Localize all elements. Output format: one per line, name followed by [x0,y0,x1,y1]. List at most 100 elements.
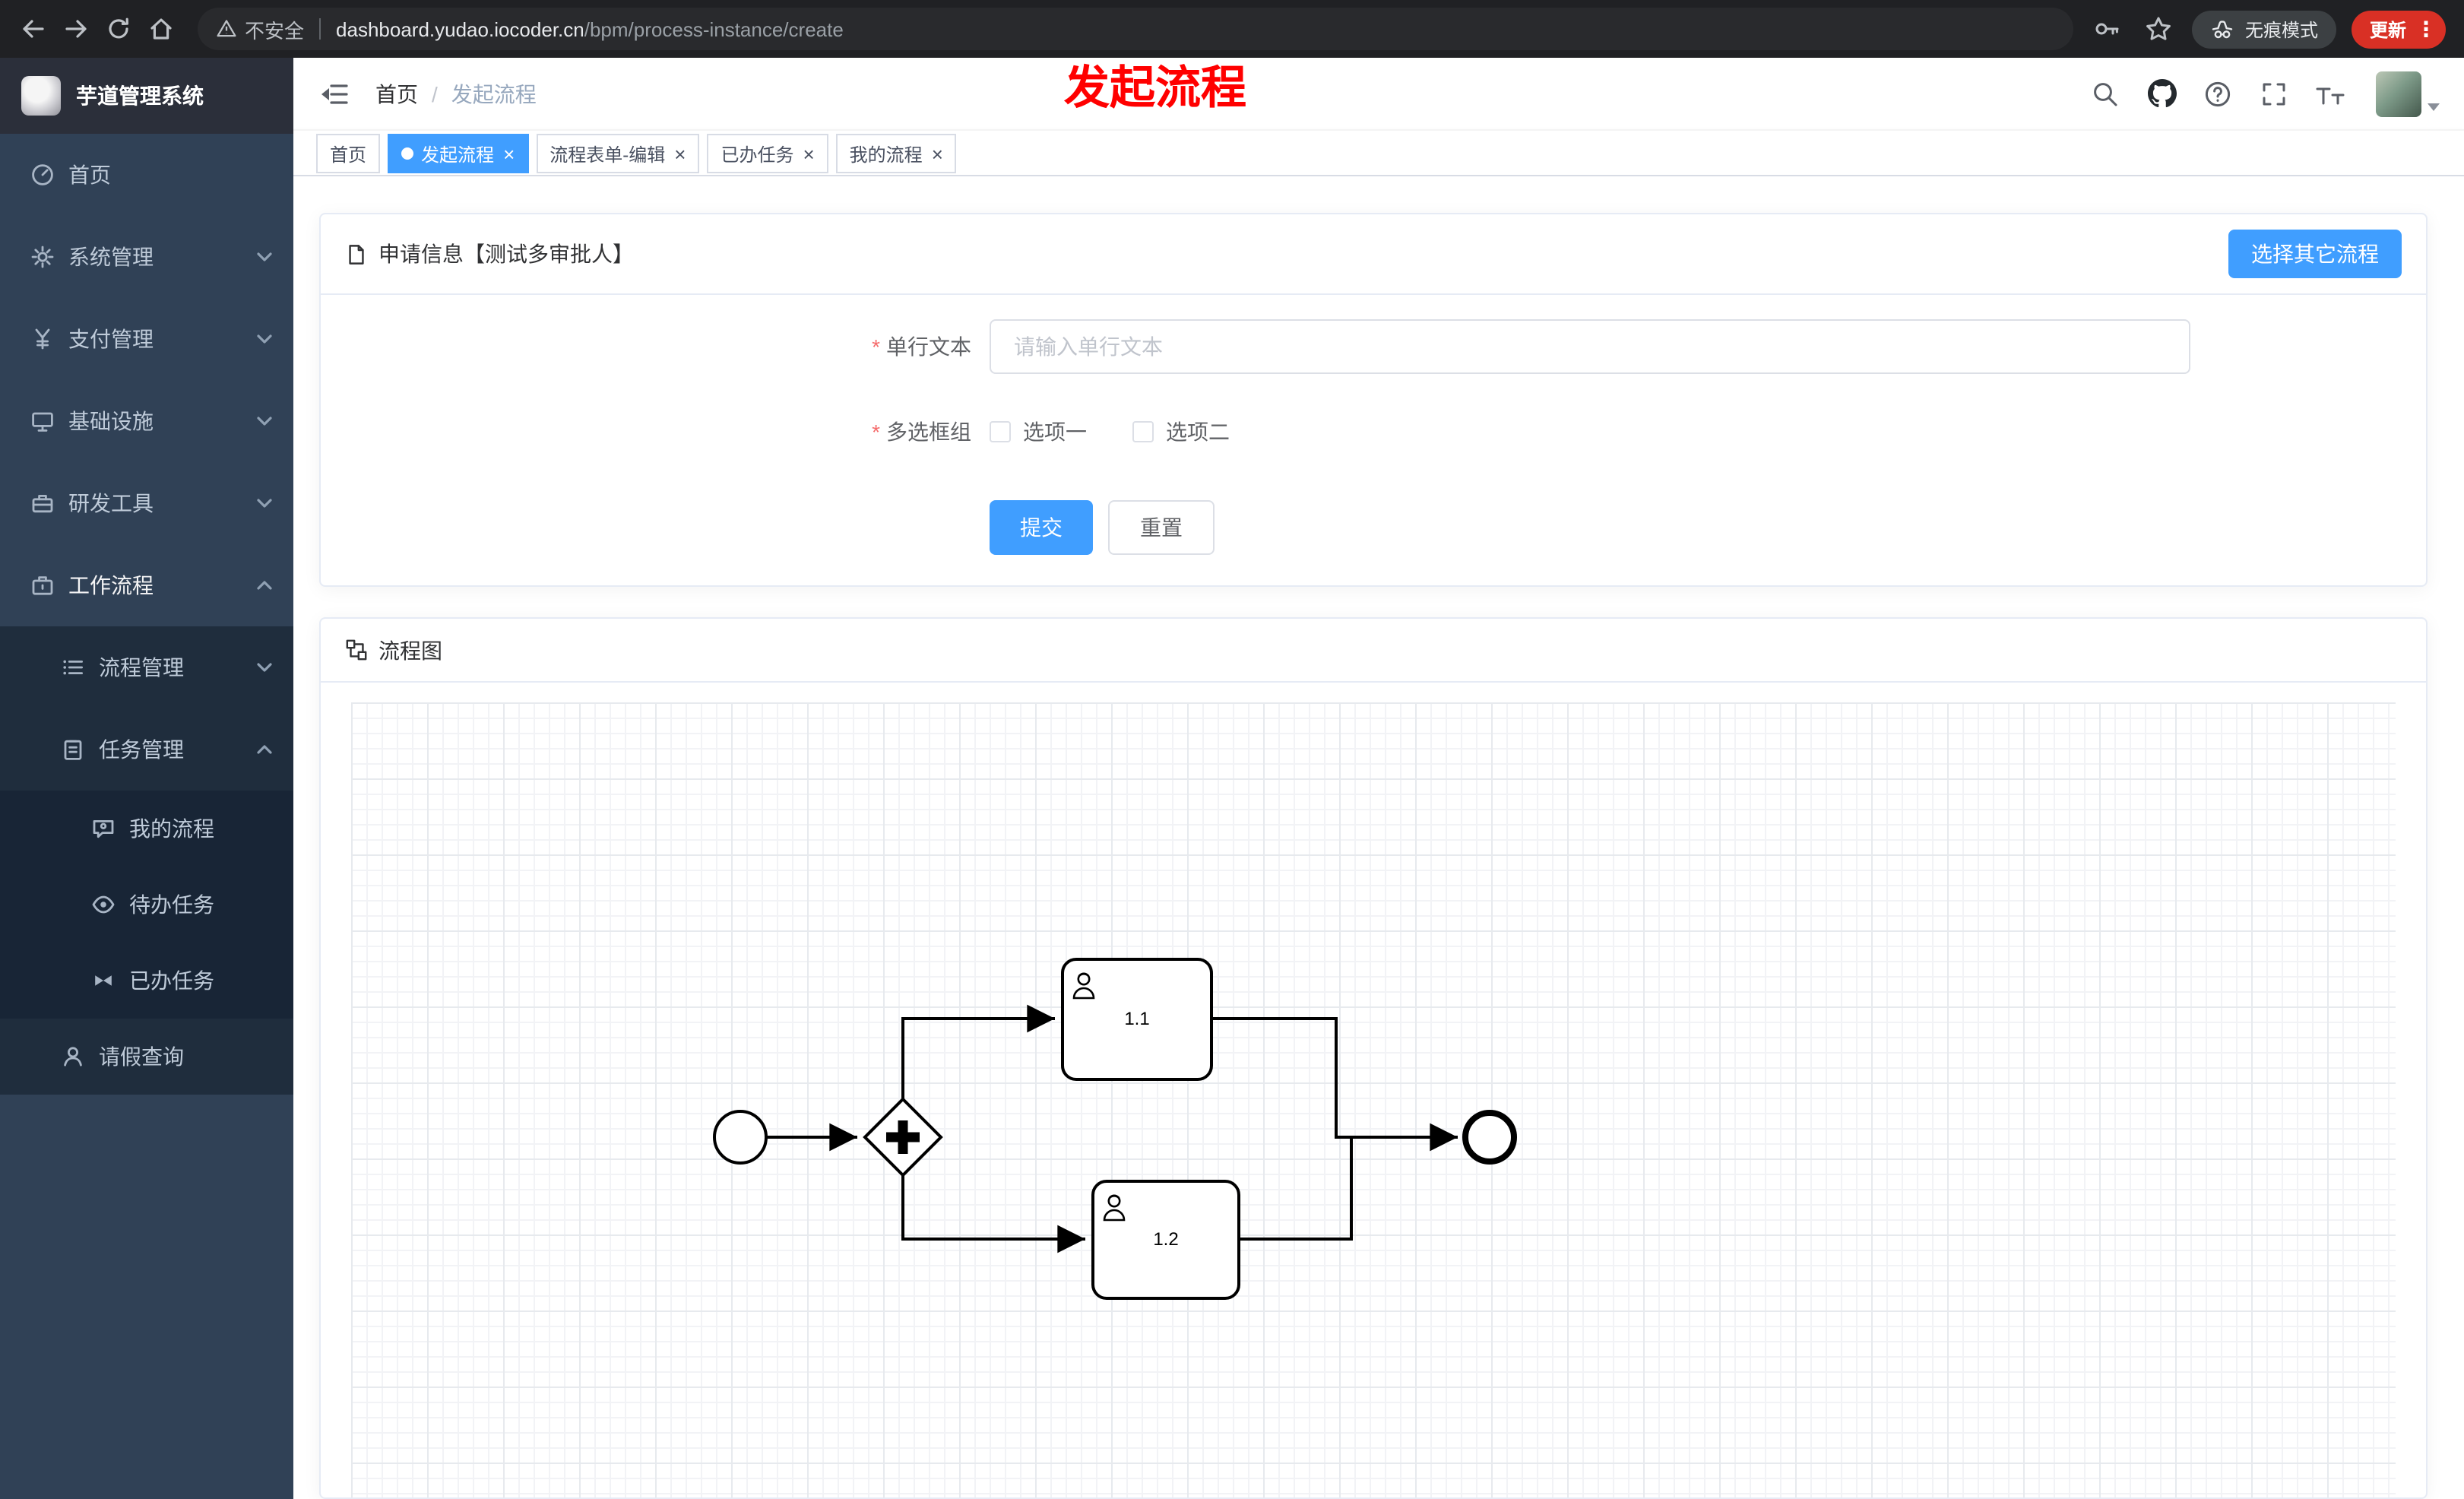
document-icon [349,244,364,264]
sidebar-item-label: 请假查询 [99,1044,184,1069]
incognito-icon [2212,21,2233,39]
address-divider [319,18,321,40]
flow-task2-to-end [1239,1139,1353,1241]
url-domain: dashboard.yudao.iocoder.cn [336,17,584,40]
process-diagram-card: 流程图 [319,617,2428,1499]
help-icon[interactable] [2201,77,2234,110]
annotation-overlay: 发起流程 [1064,64,1246,114]
eye-icon [91,892,116,917]
tab-home[interactable]: 首页 [316,134,381,173]
sidebar-item-todo-tasks[interactable]: 待办任务 [0,867,293,943]
gear-icon [30,245,55,269]
end-event[interactable] [1462,1110,1517,1165]
close-icon[interactable]: × [503,142,515,165]
home-icon[interactable] [140,8,182,50]
toolbox-icon [30,491,55,515]
tab-label: 首页 [330,144,367,165]
chevron-down-icon [257,417,272,426]
tab-process-form-edit[interactable]: 流程表单-编辑 × [536,134,700,173]
sidebar-item-label: 我的流程 [129,816,214,841]
sidebar-item-task-mgmt[interactable]: 任务管理 [0,708,293,791]
form-actions: 提交 重置 [321,500,2426,555]
bookmark-star-icon[interactable] [2140,11,2177,47]
bpmn-canvas[interactable]: 1.1 1.2 [351,702,2396,1497]
tab-label: 我的流程 [849,144,923,165]
reset-button[interactable]: 重置 [1108,500,1215,555]
font-size-icon[interactable] [2314,77,2347,110]
breadcrumb-home[interactable]: 首页 [375,81,418,106]
sidebar-item-my-process[interactable]: 我的流程 [0,791,293,867]
sidebar-item-payment[interactable]: 支付管理 [0,298,293,380]
checkbox-group-label: *多选框组 [872,420,971,444]
checkbox-option-2[interactable]: 选项二 [1132,417,1230,447]
sidebar-item-infra[interactable]: 基础设施 [0,380,293,462]
sidebar-item-devtools[interactable]: 研发工具 [0,462,293,544]
tab-create-process[interactable]: 发起流程 × [388,134,529,173]
chevron-up-icon [257,581,272,590]
choose-other-process-button[interactable]: 选择其它流程 [2228,230,2402,278]
close-icon[interactable]: × [803,142,815,165]
sidebar-item-leave-query[interactable]: 请假查询 [0,1019,293,1095]
flow-gateway-to-task2 [901,1175,1085,1253]
sidebar-item-system[interactable]: 系统管理 [0,216,293,298]
checkbox-option-1[interactable]: 选项一 [990,417,1087,447]
collapse-sidebar-icon[interactable] [318,77,351,110]
list-icon [61,655,85,680]
github-icon[interactable] [2145,77,2178,110]
yen-icon [30,327,55,351]
address-bar[interactable]: 不安全 dashboard.yudao.iocoder.cn/bpm/proce… [198,8,2073,50]
fullscreen-icon[interactable] [2257,77,2291,110]
back-icon[interactable] [12,8,55,50]
close-icon[interactable]: × [931,142,943,165]
browser-menu-icon[interactable]: ⋮ [2415,17,2437,41]
checkbox-group-row: *多选框组 选项一 选项二 [321,417,2426,447]
sidebar-item-label: 基础设施 [68,409,154,433]
caret-down-icon [2428,103,2440,110]
sidebar-item-home[interactable]: 首页 [0,134,293,216]
close-icon[interactable]: × [674,142,686,165]
checkbox-icon[interactable] [1132,421,1154,442]
chevron-down-icon [257,663,272,672]
user-menu[interactable] [2376,71,2440,116]
tab-label: 流程表单-编辑 [549,144,666,165]
clipboard-icon [61,737,85,762]
reload-icon[interactable] [97,8,140,50]
flow-gateway-to-task1 [901,1004,1055,1099]
sidebar-item-label: 研发工具 [68,491,154,515]
checkbox-icon[interactable] [990,421,1011,442]
start-event[interactable] [713,1110,768,1165]
tags-view-bar: 首页 发起流程 × 流程表单-编辑 × 已办任务 × 我的流程 × [293,129,2464,176]
checkbox-label: 选项一 [1023,420,1087,444]
key-icon[interactable] [2089,11,2125,47]
sidebar-item-workflow[interactable]: 工作流程 [0,544,293,626]
user-task-2[interactable]: 1.2 [1091,1180,1240,1300]
bpmn-diagram: 1.1 1.2 [713,958,1517,1300]
forward-icon[interactable] [55,8,97,50]
single-line-text-label: *单行文本 [872,334,971,359]
sidebar-logo[interactable]: 芋道管理系统 [0,58,293,134]
submit-button[interactable]: 提交 [990,500,1093,555]
avatar[interactable] [2376,71,2421,116]
logo-avatar [21,76,61,116]
single-line-text-input[interactable] [990,319,2190,374]
sidebar-item-label: 待办任务 [129,892,214,917]
update-button[interactable]: 更新 ⋮ [2351,10,2446,48]
sidebar-item-done-tasks[interactable]: 已办任务 [0,943,293,1019]
tab-done-tasks[interactable]: 已办任务 × [707,134,828,173]
security-status[interactable]: 不安全 [216,14,304,43]
card-title: 申请信息【测试多审批人】 [378,242,634,266]
monitor-icon [30,409,55,433]
user-task-icon [1072,972,1095,1000]
user-task-icon [1103,1194,1126,1222]
sidebar-item-process-mgmt[interactable]: 流程管理 [0,626,293,708]
tab-label: 已办任务 [721,144,794,165]
sidebar-item-label: 流程管理 [99,655,184,680]
briefcase-icon [30,573,55,597]
chevron-down-icon [257,334,272,344]
search-icon[interactable] [2089,77,2122,110]
task-label: 1.1 [1124,1009,1149,1029]
incognito-label: 无痕模式 [2244,19,2318,40]
user-task-1[interactable]: 1.1 [1061,958,1213,1081]
tab-my-process[interactable]: 我的流程 × [835,134,957,173]
breadcrumb: 首页 / 发起流程 [375,78,537,109]
